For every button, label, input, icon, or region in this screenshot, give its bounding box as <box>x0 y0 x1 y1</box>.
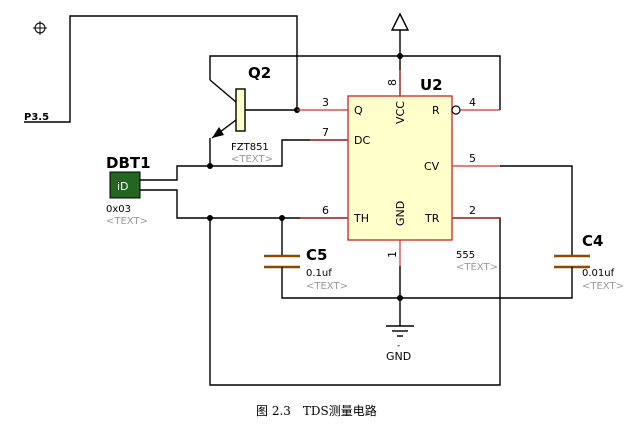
pin-cv-number: 5 <box>469 152 476 165</box>
ground-icon <box>386 325 414 337</box>
c4-value: 0.01uf <box>582 268 615 279</box>
q2-placeholder: <TEXT> <box>231 154 273 165</box>
pin-r-name: R <box>432 104 440 117</box>
pin-gnd-name: GND <box>394 201 407 226</box>
pin-dc-number: 7 <box>322 126 329 139</box>
crosshair-icon <box>33 21 47 35</box>
pin-vcc-name: VCC <box>394 101 407 124</box>
dbt1-placeholder: <TEXT> <box>106 216 148 227</box>
reset-inversion-bubble <box>451 105 461 115</box>
pin-th-number: 6 <box>322 204 329 217</box>
wire-dc-node <box>209 138 348 167</box>
pin-vcc-number: 8 <box>386 79 399 86</box>
u2-ref: U2 <box>420 76 443 94</box>
u2-placeholder: <TEXT> <box>456 262 498 273</box>
dbt1-ref: DBT1 <box>106 154 151 172</box>
wire-vcc-bus <box>209 55 501 110</box>
net-label-p3-5: P3.5 <box>24 112 49 123</box>
pin-r-number: 4 <box>469 96 476 109</box>
wire-tr-loop <box>209 217 501 386</box>
c5-ref: C5 <box>306 246 327 264</box>
ground-label: GND <box>386 350 411 363</box>
pin-th-name: TH <box>353 212 369 225</box>
pin-dc-name: DC <box>354 134 370 147</box>
c5-capacitor <box>264 218 300 280</box>
q2-value: FZT851 <box>231 142 269 153</box>
figure-caption: 图 2.3 TDS测量电路 <box>256 403 377 418</box>
wire-cv <box>500 165 573 256</box>
pin-gnd-number: 1 <box>386 251 399 258</box>
c4-placeholder: <TEXT> <box>582 281 624 292</box>
pin-q-number: 3 <box>322 96 329 109</box>
dbt1-value: 0x03 <box>106 204 131 215</box>
q2-ref: Q2 <box>248 64 271 82</box>
dbt1-glyph: iD <box>117 180 129 193</box>
c4-ref: C4 <box>582 232 603 250</box>
wire-dbt1-bottom <box>140 189 348 219</box>
wire-ground-bus <box>281 274 573 299</box>
junction-ground-bus <box>397 295 403 301</box>
ground-mark: - <box>397 341 400 351</box>
c4-capacitor <box>554 254 590 274</box>
u2-value: 555 <box>456 250 475 261</box>
pin-q-name: Q <box>354 104 363 117</box>
q2-transistor <box>209 79 297 139</box>
c5-value: 0.1uf <box>306 268 332 279</box>
pin-tr-number: 2 <box>469 204 476 217</box>
pin-cv-name: CV <box>424 160 440 173</box>
wire-dbt1-top <box>140 165 210 181</box>
c5-placeholder: <TEXT> <box>306 281 348 292</box>
dbt1-probe <box>109 171 141 199</box>
pin-tr-name: TR <box>424 212 440 225</box>
